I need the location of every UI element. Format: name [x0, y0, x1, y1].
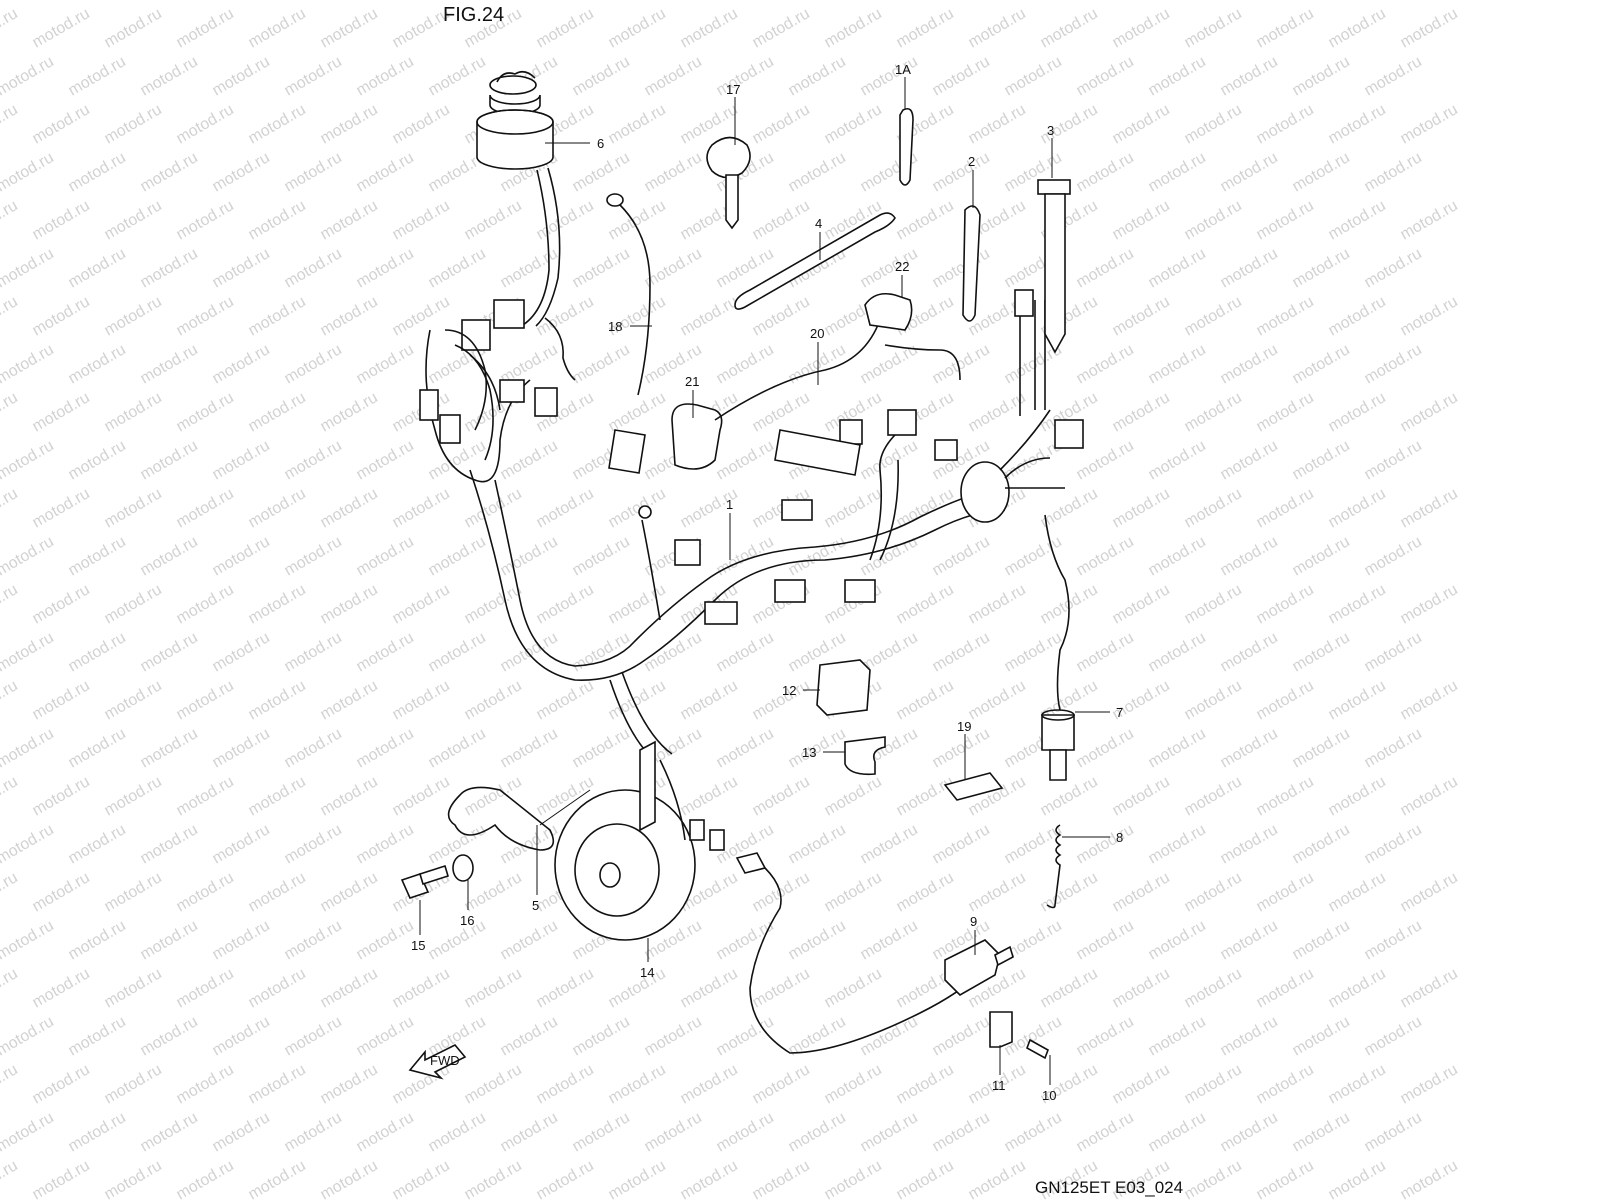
- callout-21: 21: [685, 374, 699, 389]
- callout-12: 12: [782, 683, 796, 698]
- lead-wire-18: [606, 193, 651, 474]
- callout-8: 8: [1116, 830, 1123, 845]
- relay-12: [816, 659, 871, 716]
- callout-14: 14: [640, 965, 654, 980]
- figure-code: GN125ET E03_024: [1035, 1178, 1184, 1197]
- band-5: [447, 786, 555, 851]
- callout-15: 15: [411, 938, 425, 953]
- callout-1: 1: [726, 497, 733, 512]
- callout-18: 18: [608, 319, 622, 334]
- callout-6: 6: [597, 136, 604, 151]
- callout-4: 4: [815, 216, 822, 231]
- callout-5: 5: [532, 898, 539, 913]
- callout-2: 2: [968, 154, 975, 169]
- callout-labels: 6 17 1A 3 2 4 22 18 20 21 1 12 13 19 7 8…: [411, 62, 1123, 1103]
- ignition-switch: [476, 70, 576, 381]
- clamp-1a: [899, 107, 914, 186]
- neutral-switch-7: [1041, 514, 1075, 781]
- callout-19: 19: [957, 719, 971, 734]
- bracket-13: [844, 736, 886, 776]
- callout-7: 7: [1116, 705, 1123, 720]
- clamp-2: [962, 205, 981, 322]
- leader-lines: [419, 77, 1110, 1085]
- screw-10: [1026, 1038, 1049, 1060]
- tape-19: [943, 772, 1004, 801]
- main-wiring-harness: [419, 289, 1084, 761]
- callout-1a: 1A: [895, 62, 911, 77]
- fwd-arrow: FWD: [408, 1044, 467, 1080]
- callout-9: 9: [970, 914, 977, 929]
- spring-8: [1046, 824, 1062, 909]
- plug-cap-assembly: [671, 292, 961, 470]
- callout-3: 3: [1047, 123, 1054, 138]
- key: [706, 136, 751, 230]
- bolt-15: [400, 864, 449, 899]
- callout-13: 13: [802, 745, 816, 760]
- callout-22: 22: [895, 259, 909, 274]
- callout-20: 20: [810, 326, 824, 341]
- figure-title: FIG.24: [443, 4, 505, 26]
- horn-14: [554, 740, 725, 941]
- callout-11: 11: [992, 1078, 1006, 1093]
- washer-16: [452, 854, 474, 882]
- callout-16: 16: [460, 913, 474, 928]
- holder-4: [734, 212, 896, 310]
- band-3: [1037, 179, 1071, 354]
- callout-10: 10: [1042, 1088, 1056, 1103]
- rear-brake-switch-9: [735, 852, 1014, 1054]
- callout-17: 17: [726, 82, 740, 97]
- bracket-11: [989, 1011, 1013, 1048]
- fwd-label: FWD: [430, 1053, 460, 1068]
